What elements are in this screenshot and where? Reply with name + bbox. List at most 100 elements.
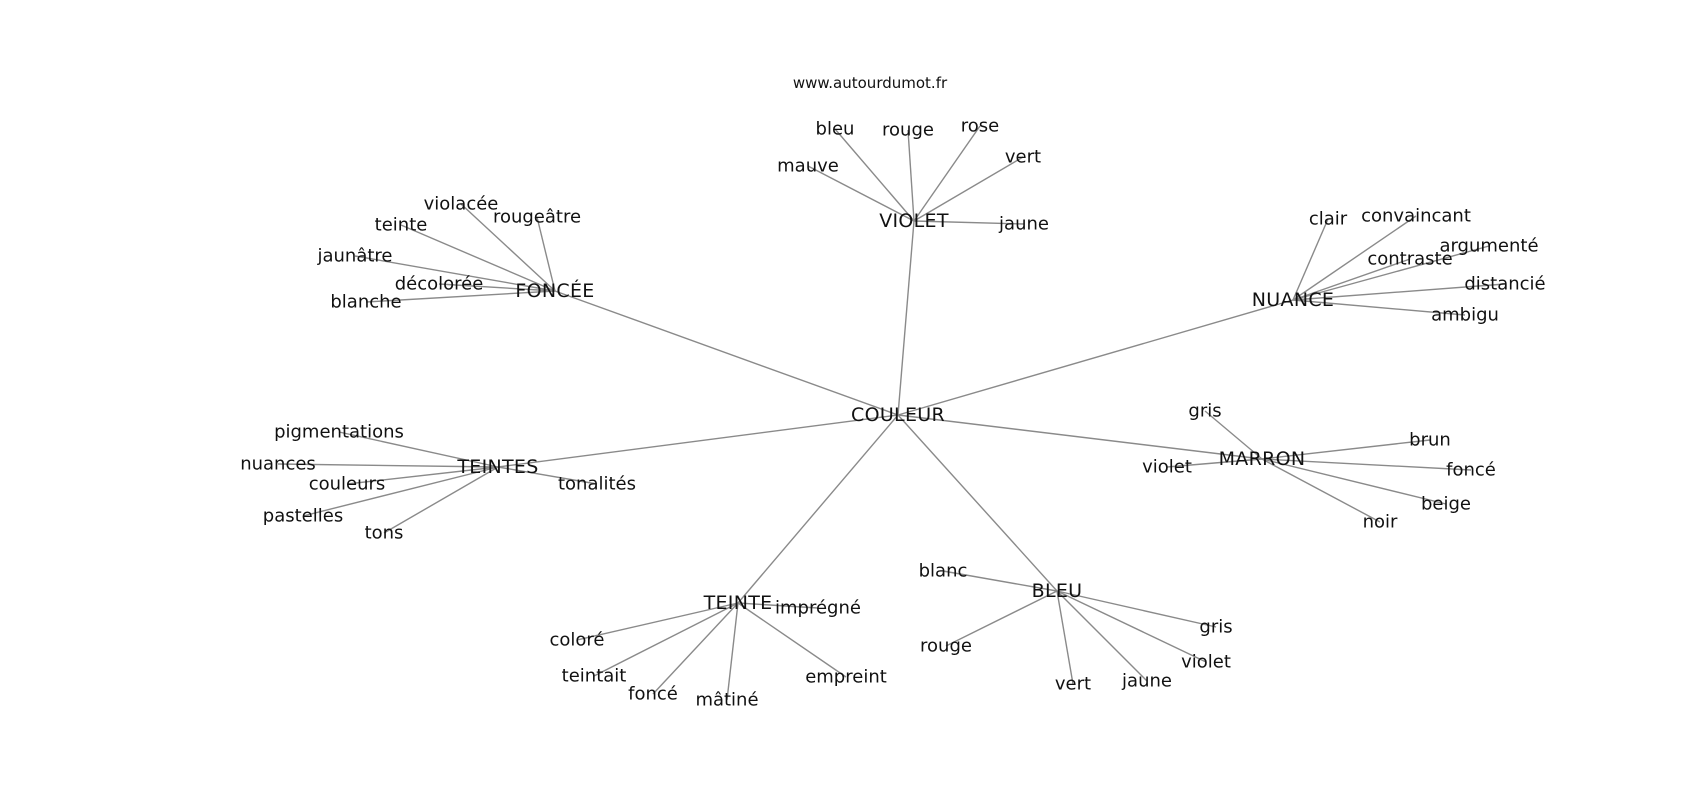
word-node: gris — [1199, 617, 1232, 638]
edge-hub-to-word — [907, 129, 915, 222]
edge-hub-to-word — [338, 431, 499, 468]
word-node: blanc — [919, 561, 968, 582]
edge-hub-to-word — [913, 156, 1024, 222]
edge-hub-to-word — [737, 602, 847, 678]
edge-hub-to-word — [354, 255, 556, 292]
edge-hub-to-word — [383, 466, 499, 534]
word-node: teintait — [562, 666, 627, 687]
word-node: contraste — [1367, 249, 1452, 270]
word-node: gris — [1188, 401, 1221, 422]
word-node: pastelles — [263, 506, 343, 527]
hub-node: NUANCE — [1252, 289, 1334, 311]
hub-node: TEINTE — [703, 592, 773, 614]
edge-hub-to-word — [1292, 258, 1411, 301]
hub-node: FONCÉE — [515, 279, 594, 302]
word-node: foncé — [1446, 460, 1496, 481]
edge-hub-to-word — [302, 466, 499, 517]
edge-hub-to-word — [365, 290, 556, 303]
center-node: COULEUR — [851, 404, 945, 426]
hub-node: TEINTES — [456, 456, 538, 478]
word-node: rougeâtre — [493, 207, 581, 228]
word-node: jaunâtre — [316, 246, 392, 267]
word-node: teinte — [375, 215, 428, 236]
word-node: violet — [1142, 457, 1192, 478]
graph-edges — [277, 125, 1506, 701]
word-node: tonalités — [558, 474, 636, 495]
edge-hub-to-word — [536, 216, 556, 292]
edge-hub-to-word — [438, 283, 556, 292]
word-node: vert — [1005, 147, 1041, 168]
edge-hub-to-word — [807, 165, 915, 222]
edge-hub-to-word — [400, 224, 556, 292]
word-node: violet — [1181, 652, 1231, 673]
edge-hub-to-word — [346, 466, 499, 485]
word-node: mauve — [777, 156, 839, 177]
word-node: couleurs — [309, 474, 386, 495]
word-node: rouge — [920, 636, 972, 657]
word-node: coloré — [549, 630, 604, 651]
word-node: mâtiné — [695, 690, 758, 711]
edge-center-to-hub — [897, 220, 915, 416]
edge-hub-to-word — [913, 220, 1025, 225]
edge-center-to-hub — [897, 299, 1294, 416]
edge-hub-to-word — [1292, 245, 1490, 301]
edge-hub-to-word — [1056, 590, 1148, 682]
word-node: jaune — [998, 214, 1049, 235]
edge-hub-to-word — [1056, 590, 1074, 685]
edge-center-to-hub — [737, 414, 899, 604]
word-node: violacée — [424, 194, 499, 215]
edge-hub-to-word — [1292, 218, 1329, 301]
edge-hub-to-word — [1261, 458, 1447, 505]
edge-hub-to-word — [460, 203, 556, 292]
word-node: vert — [1055, 674, 1091, 695]
word-node: jaune — [1121, 671, 1172, 692]
edge-hub-to-word — [1261, 439, 1431, 460]
edge-hub-to-word — [1292, 283, 1506, 301]
word-node: brun — [1409, 430, 1451, 451]
edge-hub-to-word — [1261, 458, 1472, 471]
edge-center-to-hub — [554, 290, 899, 416]
edge-hub-to-word — [945, 590, 1058, 647]
word-node: rose — [961, 116, 999, 137]
word-node: distancié — [1464, 274, 1545, 295]
edge-hub-to-word — [737, 602, 819, 609]
word-node: décolorée — [395, 274, 484, 295]
edge-center-to-hub — [897, 414, 1263, 460]
edge-hub-to-word — [1056, 590, 1207, 663]
word-node: convaincant — [1361, 206, 1471, 227]
hub-node: MARRON — [1219, 448, 1306, 470]
edge-hub-to-word — [942, 570, 1058, 592]
source-label: www.autourdumot.fr — [793, 74, 948, 92]
word-node: pigmentations — [274, 422, 404, 443]
edge-hub-to-word — [1292, 299, 1466, 316]
word-node: bleu — [816, 119, 855, 140]
word-node: clair — [1309, 209, 1348, 230]
edge-hub-to-word — [277, 463, 499, 468]
word-node: blanche — [330, 292, 401, 313]
edge-hub-to-word — [1166, 458, 1263, 468]
word-node: ambigu — [1431, 305, 1499, 326]
edge-hub-to-word — [1204, 410, 1263, 460]
word-node: rouge — [882, 120, 934, 141]
edge-hub-to-word — [1292, 215, 1417, 301]
word-node: argumenté — [1439, 236, 1538, 257]
word-node: tons — [365, 523, 404, 544]
word-node: empreint — [805, 667, 887, 688]
edge-hub-to-word — [726, 602, 739, 701]
edge-hub-to-word — [593, 602, 739, 677]
edge-hub-to-word — [576, 602, 739, 641]
edge-hub-to-word — [834, 128, 915, 222]
word-node: imprégné — [775, 598, 861, 619]
word-node: beige — [1421, 494, 1471, 515]
word-node: nuances — [240, 454, 316, 475]
edge-hub-to-word — [497, 466, 598, 485]
edge-hub-to-word — [652, 602, 739, 695]
word-node: noir — [1363, 512, 1398, 533]
edge-center-to-hub — [497, 414, 899, 468]
edge-center-to-hub — [897, 414, 1058, 592]
edge-hub-to-word — [1261, 458, 1381, 523]
hub-node: BLEU — [1032, 580, 1083, 602]
edge-hub-to-word — [913, 125, 981, 222]
